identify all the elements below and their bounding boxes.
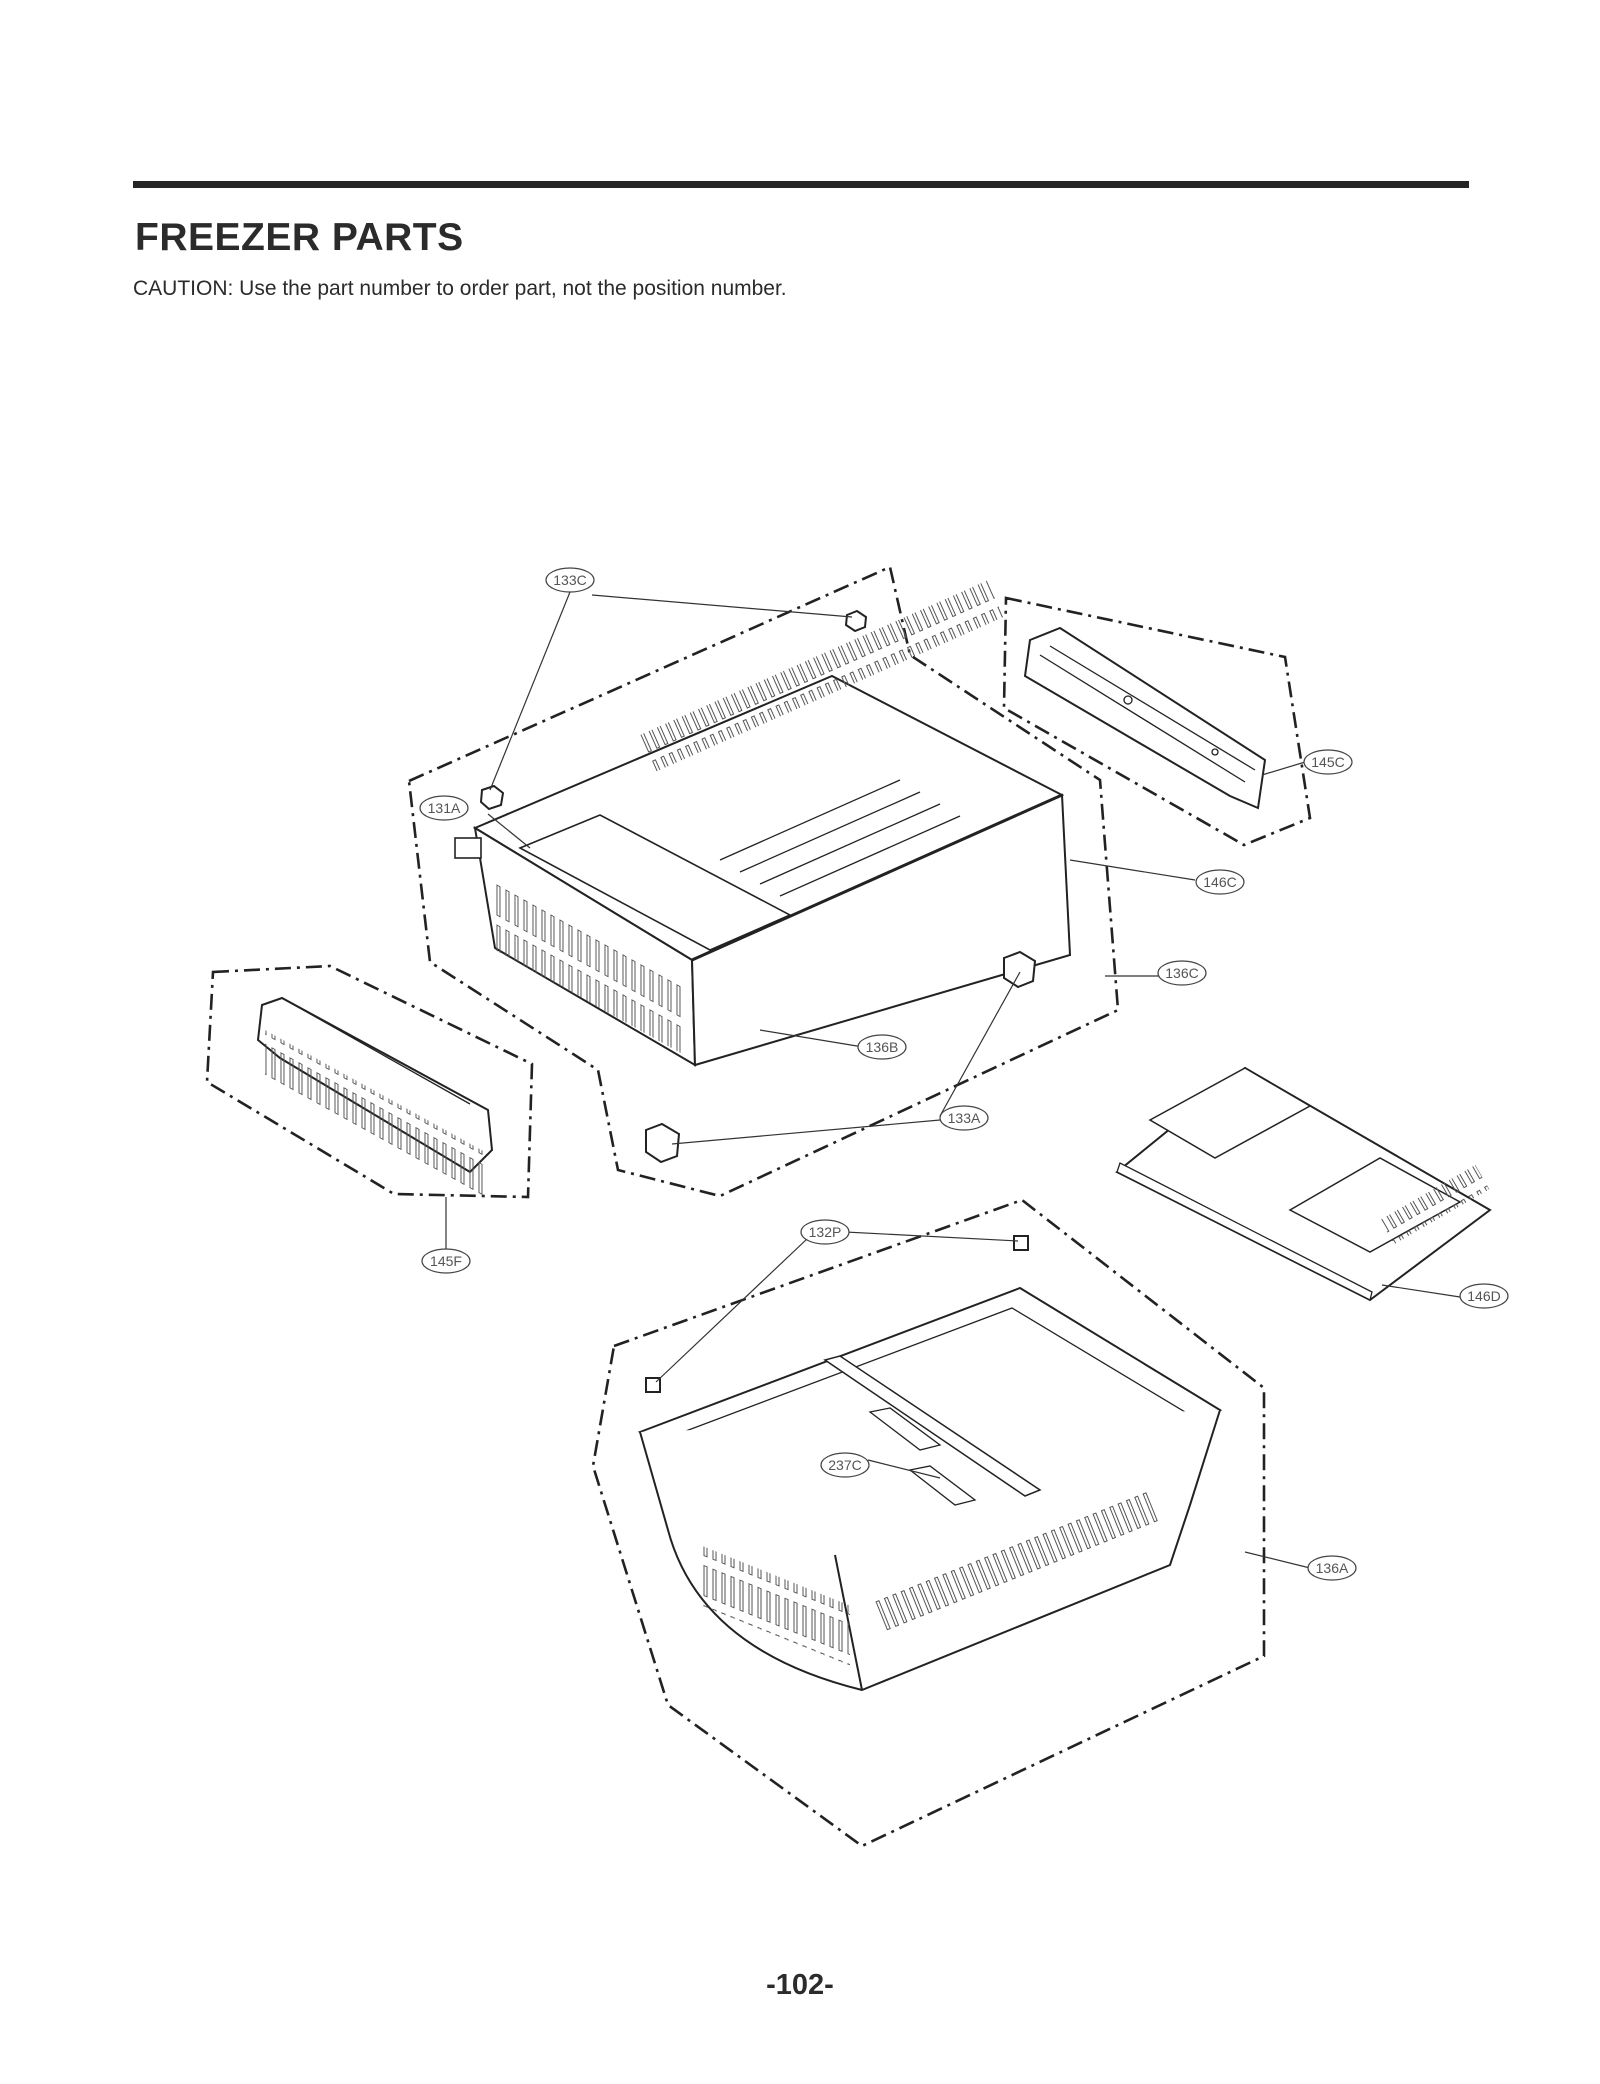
- upper-drawer-assembly: [454, 580, 1072, 1067]
- callout-133c: 133C: [545, 567, 595, 593]
- svg-text:136C: 136C: [1165, 965, 1198, 981]
- callout-145c: 145C: [1303, 749, 1353, 775]
- pad-132p-right: [1013, 1235, 1029, 1251]
- stopper-133c-left: [479, 784, 505, 811]
- stopper-133c-top: [844, 609, 868, 633]
- page-number: -102-: [766, 1969, 834, 2001]
- callout-133a: 133A: [939, 1105, 989, 1131]
- svg-text:145F: 145F: [430, 1253, 462, 1269]
- lower-drawer-136a: [637, 1286, 1223, 1692]
- callout-146c: 146C: [1195, 869, 1245, 895]
- svg-text:146D: 146D: [1467, 1288, 1500, 1304]
- svg-text:237C: 237C: [828, 1457, 861, 1473]
- slide-tray-146d: [1115, 1066, 1492, 1302]
- callout-145f: 145F: [421, 1248, 471, 1274]
- svg-text:133C: 133C: [553, 572, 586, 588]
- callout-131a: 131A: [419, 795, 469, 821]
- svg-text:136A: 136A: [1316, 1560, 1349, 1576]
- svg-text:133A: 133A: [948, 1110, 981, 1126]
- svg-text:131A: 131A: [428, 800, 461, 816]
- svg-text:132P: 132P: [809, 1224, 842, 1240]
- page-title: FREEZER PARTS: [135, 216, 464, 259]
- header-rule: [133, 181, 1469, 188]
- svg-text:136B: 136B: [866, 1039, 899, 1055]
- stopper-133a-left: [645, 1122, 681, 1164]
- svg-text:146C: 146C: [1203, 874, 1236, 890]
- group-outline-145c: [1002, 596, 1312, 847]
- group-outline-lower-drawer: [591, 1198, 1266, 1848]
- rail-145c: [1023, 626, 1267, 810]
- group-outline-145f: [205, 964, 534, 1199]
- callout-132p: 132P: [800, 1219, 850, 1245]
- callout-237c: 237C: [820, 1452, 870, 1478]
- group-outline-upper-drawer: [407, 565, 1120, 1198]
- cover-145f: [256, 996, 494, 1202]
- callout-136a: 136A: [1307, 1555, 1357, 1581]
- leader-lines: [445, 591, 1461, 1569]
- callout-136c: 136C: [1157, 960, 1207, 986]
- callout-labels: 133C 131A 145C 146C 136C 136B 133A 145F: [419, 567, 1509, 1581]
- callout-146d: 146D: [1459, 1283, 1509, 1309]
- caution-note: CAUTION: Use the part number to order pa…: [133, 277, 787, 300]
- callout-136b: 136B: [857, 1034, 907, 1060]
- svg-text:145C: 145C: [1311, 754, 1344, 770]
- stopper-133a-right: [1003, 950, 1037, 989]
